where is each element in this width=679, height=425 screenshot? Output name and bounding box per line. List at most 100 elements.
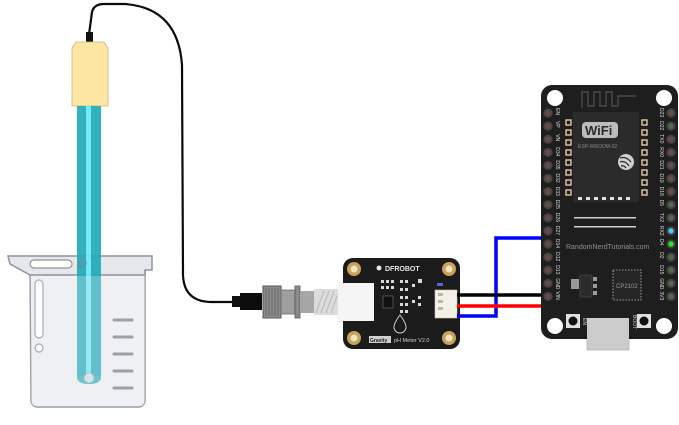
dfrobot-logo-icon	[376, 265, 382, 271]
pin-label: D4	[658, 239, 664, 246]
pin-left-d32: D32	[543, 174, 560, 184]
pin-dot	[545, 241, 551, 247]
ph-meter-mount-holes	[347, 262, 456, 345]
bnc-body	[300, 291, 314, 313]
pin-right-d21: D21	[658, 160, 676, 170]
pin-label: D13	[554, 265, 560, 274]
pin-right-rx2: RX2	[658, 226, 676, 236]
beaker-reflection	[34, 279, 44, 339]
pin-dot	[545, 254, 551, 260]
pin-dot	[545, 189, 551, 195]
pin-label: D23	[658, 108, 664, 117]
pin-right-d15: D15	[658, 265, 676, 275]
beaker-rim-slot	[29, 259, 73, 269]
pin-dot	[668, 215, 674, 221]
ph-drop-icon	[393, 314, 407, 334]
pin-dot	[668, 123, 674, 129]
mount-hole	[656, 90, 672, 106]
pin-right-d22: D22	[658, 121, 676, 131]
mount-hole	[547, 318, 563, 334]
bnc-socket-overlay	[338, 283, 374, 321]
pin-left-vp: VP	[543, 121, 560, 131]
pin-label: D27	[554, 226, 560, 235]
pin-label: VN	[554, 134, 560, 141]
pin-label: D22	[658, 121, 664, 130]
pin-right-tx2: TX2	[658, 213, 676, 223]
pin-label: D18	[658, 187, 664, 196]
pin-label: D35	[554, 160, 560, 169]
pin-dot	[545, 149, 551, 155]
pin-right-d23: D23	[658, 108, 676, 118]
ph-probe	[71, 2, 248, 384]
pin-dot	[668, 110, 674, 116]
pin-label: VP	[554, 121, 560, 128]
pin-left-d33: D33	[543, 187, 560, 197]
left-pin-header: ENVPVND34D35D32D33D25D26D27D14D12D13GNDV…	[543, 108, 560, 301]
pin-dot	[545, 215, 551, 221]
usb-port-top	[587, 318, 629, 340]
pin-dot	[545, 110, 551, 116]
pin-label: D2	[658, 252, 664, 259]
pin-left-vin: VIN	[543, 291, 560, 301]
pin-left-d25: D25	[543, 200, 560, 210]
pin-left-d14: D14	[543, 239, 560, 249]
esp32-board: WiFi ESP-WROOM-32 RandomNerdTutorials.co…	[541, 85, 678, 351]
pin-dot	[668, 149, 674, 155]
probe-cap	[71, 41, 109, 107]
right-pin-header: D23D22TX0RX0D21D19D18D5TX2RX2D4D2D15GND3…	[658, 108, 676, 301]
ph-meter-led	[437, 283, 443, 286]
pin-label: D25	[554, 200, 560, 209]
en-button[interactable]	[566, 314, 580, 328]
module-label: ESP-WROOM-32	[578, 144, 617, 150]
pin-left-d35: D35	[543, 160, 560, 170]
mount-hole	[656, 318, 672, 334]
pin-label: D32	[554, 174, 560, 183]
bnc-thread	[314, 289, 338, 315]
probe-ring	[77, 258, 87, 268]
pin-label: D12	[554, 252, 560, 261]
boot-button[interactable]	[637, 314, 651, 328]
probe-cable	[86, 2, 248, 304]
pin-dot	[668, 267, 674, 273]
ph-meter-components	[381, 279, 422, 313]
pin-label: D21	[658, 160, 664, 169]
beaker-graduations	[112, 318, 134, 390]
wires	[457, 236, 548, 318]
pin-left-d34: D34	[543, 147, 560, 157]
pin-dot	[668, 175, 674, 182]
pin-right-d5: D5	[658, 200, 676, 210]
wire-signal-blue	[457, 236, 548, 318]
pin-left-d13: D13	[543, 265, 560, 275]
pin-right-d2: D2	[658, 252, 676, 262]
ph-meter-header	[434, 289, 458, 319]
pin-right-gnd: GND	[658, 278, 676, 290]
pin-dot	[545, 280, 551, 286]
gravity-badge	[369, 336, 391, 343]
pin-dot	[668, 162, 674, 168]
pin-dot	[668, 241, 674, 247]
pin-dot	[668, 280, 674, 286]
pin-label: VIN	[554, 291, 560, 300]
pin-label: D19	[658, 174, 664, 183]
boot-button-label: BOOT	[631, 315, 637, 329]
pin-right-d19: D19	[658, 174, 676, 184]
pin-left-en: EN	[543, 108, 560, 118]
voltage-regulator	[571, 274, 597, 298]
pin-dot	[668, 254, 674, 260]
pin-left-vn: VN	[543, 134, 560, 144]
pin-dot	[668, 202, 674, 208]
pin-dot	[668, 189, 674, 195]
en-button-label: EN	[581, 318, 587, 325]
pin-label: D14	[554, 239, 560, 248]
bnc-boot	[232, 296, 240, 307]
pin-label: GND	[658, 278, 664, 290]
module-pads	[565, 119, 648, 196]
pin-label: RX2	[658, 226, 664, 236]
pin-label: D15	[658, 265, 664, 274]
pin-label: RX0	[658, 147, 664, 157]
pin-dot	[668, 293, 674, 299]
pin-left-d27: D27	[543, 226, 560, 236]
bnc-plug	[240, 293, 262, 310]
pin-right-3v3: 3V3	[658, 291, 676, 301]
